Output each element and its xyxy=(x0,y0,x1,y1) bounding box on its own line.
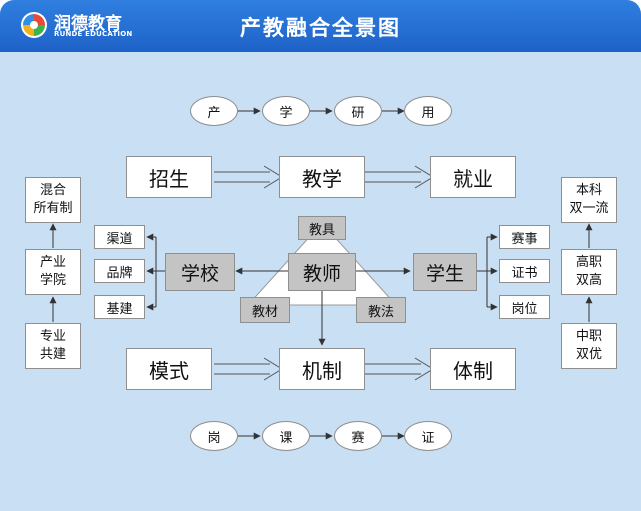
right-column-higher-vocational: 高职 双高 xyxy=(561,249,617,295)
tag-teaching-aids: 教具 xyxy=(298,216,346,240)
node-system: 体制 xyxy=(430,348,516,390)
school-branch-channels: 渠道 xyxy=(94,225,145,249)
node-mode: 模式 xyxy=(126,348,212,390)
chain-node-top: 研 xyxy=(334,96,382,126)
flow-arrow-enroll-teach xyxy=(214,165,283,189)
right-column-secondary-vocational: 中职 双优 xyxy=(561,323,617,369)
left-column-joint-majors: 专业 共建 xyxy=(25,323,81,369)
tag-teaching-methods: 教法 xyxy=(356,297,406,323)
chain-node-bottom: 课 xyxy=(262,421,310,451)
node-employment: 就业 xyxy=(430,156,516,198)
student-branch-lines xyxy=(477,237,488,307)
node-enrollment: 招生 xyxy=(126,156,212,198)
chain-node-bottom: 岗 xyxy=(190,421,238,451)
chain-node-top: 学 xyxy=(262,96,310,126)
student-branch-certificates: 证书 xyxy=(499,259,550,283)
node-school: 学校 xyxy=(165,253,235,291)
flow-arrow-teach-employ xyxy=(364,165,434,189)
left-column-industry-college: 产业 学院 xyxy=(25,249,81,295)
flow-arrow-mechanism-system xyxy=(364,357,434,381)
school-branch-infrastructure: 基建 xyxy=(94,295,145,319)
right-column-undergrad: 本科 双一流 xyxy=(561,177,617,223)
runde-logo-icon xyxy=(21,12,47,38)
logo-english-text: RUNDE EDUCATION xyxy=(54,30,133,38)
school-branch-lines xyxy=(155,237,165,307)
chain-node-bottom: 赛 xyxy=(334,421,382,451)
node-student: 学生 xyxy=(413,253,477,291)
node-teaching: 教学 xyxy=(279,156,365,198)
chain-node-bottom: 证 xyxy=(404,421,452,451)
flow-arrow-mode-mechanism xyxy=(214,357,283,381)
node-teacher: 教师 xyxy=(288,253,356,291)
school-branch-brand: 品牌 xyxy=(94,259,145,283)
chain-node-top: 产 xyxy=(190,96,238,126)
chain-node-top: 用 xyxy=(404,96,452,126)
page-title: 产教融合全景图 xyxy=(240,16,401,40)
logo-chinese-text: 润德教育 xyxy=(54,14,122,34)
header-bar: 润德教育 RUNDE EDUCATION 产教融合全景图 xyxy=(0,0,641,52)
student-branch-positions: 岗位 xyxy=(499,295,550,319)
left-column-mixed-ownership: 混合 所有制 xyxy=(25,177,81,223)
tag-textbooks: 教材 xyxy=(240,297,290,323)
node-mechanism: 机制 xyxy=(279,348,365,390)
student-branch-competitions: 赛事 xyxy=(499,225,550,249)
